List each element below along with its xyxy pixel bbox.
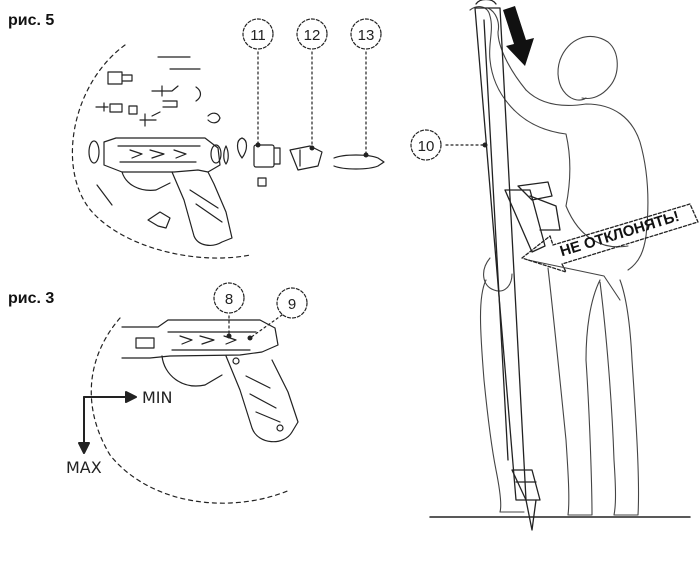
fig3-label: рис. 3 [8, 290, 55, 307]
fig3-dot-8 [226, 333, 232, 339]
callout-9: 9 [288, 296, 296, 313]
warning-arrow [521, 203, 699, 273]
callout-8: 8 [225, 291, 233, 308]
fig3-gun-body [121, 319, 299, 443]
callout-11: 11 [250, 27, 266, 44]
fig5-dashed-arc [71, 44, 251, 259]
fig3-dashed-arc [90, 317, 291, 504]
fig5-callout-dots [255, 142, 369, 158]
callout-10-group [410, 129, 488, 161]
fig5-small-parts [95, 56, 221, 229]
diver-figure [469, 6, 649, 516]
fig5-callout-circles [242, 18, 382, 50]
fig5-gun-body [88, 137, 233, 246]
fig5-leader-lines [257, 51, 367, 156]
min-label: MIN [142, 388, 173, 407]
max-label: MAX [66, 458, 102, 477]
callout-12: 12 [304, 27, 321, 44]
fig3-callout-circles [213, 282, 308, 319]
fig5-label: рис. 5 [8, 12, 55, 29]
fig5-head-parts [236, 137, 385, 187]
callout-10: 10 [418, 138, 435, 155]
push-down-arrow [503, 6, 534, 66]
min-max-arrows [78, 391, 137, 454]
fig3-leader-lines [228, 314, 283, 339]
fig3-dot-9 [247, 335, 253, 341]
callout-13: 13 [358, 27, 375, 44]
speargun [474, 0, 561, 531]
